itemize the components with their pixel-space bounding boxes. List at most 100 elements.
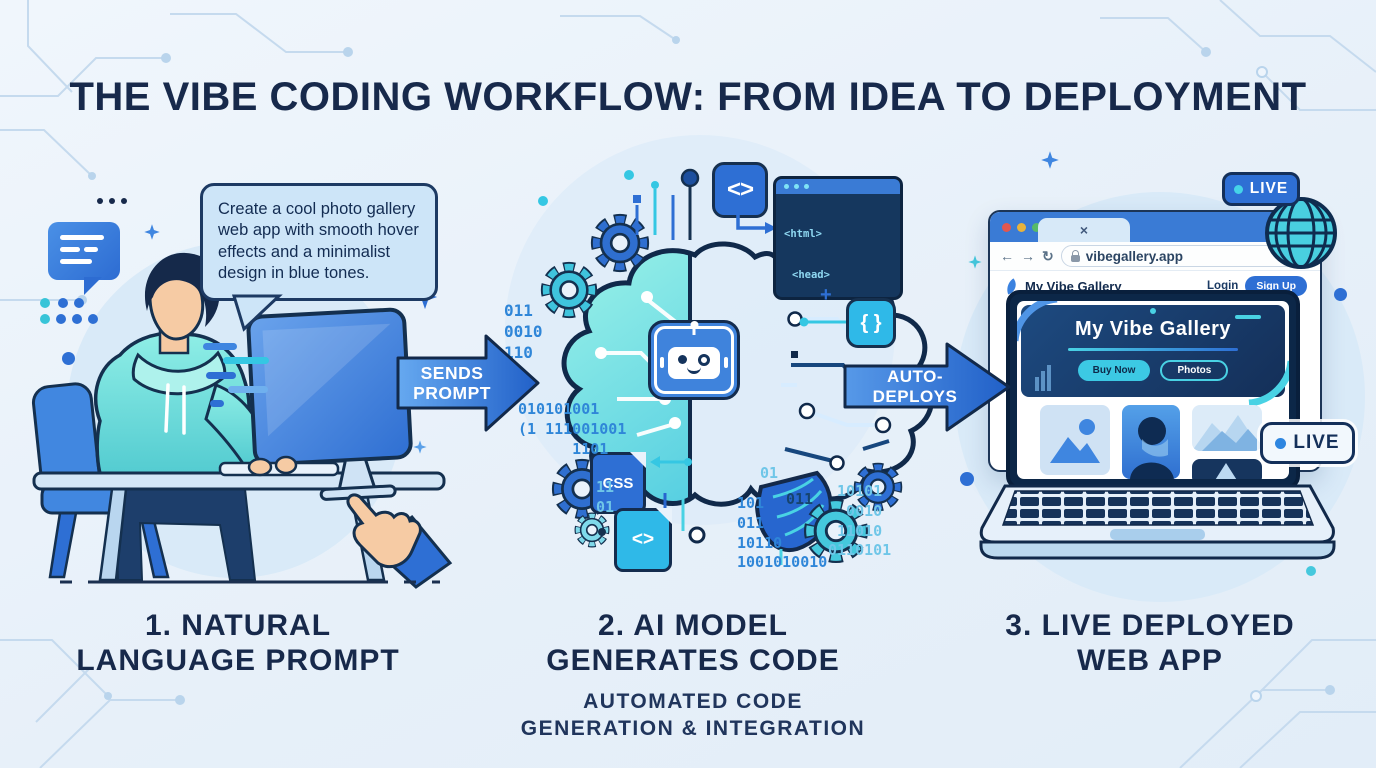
- decor-dot: [538, 196, 548, 206]
- login-link[interactable]: Login: [1207, 280, 1239, 292]
- live-badge: LIVE: [1222, 172, 1300, 206]
- gallery-card-portrait[interactable]: [1122, 405, 1180, 479]
- braces-glyph: { }: [860, 311, 882, 334]
- hero-decorations: [1017, 301, 1289, 407]
- person-legs: [113, 488, 257, 581]
- mountain-photo-dark: [1215, 463, 1237, 479]
- laptop-screen: My Vibe Gallery Buy Now Photos: [1006, 290, 1300, 490]
- ai-robot-icon: [648, 320, 740, 400]
- icon-to-code-connector: [736, 212, 777, 234]
- css-file-icon: CSS: [590, 452, 646, 514]
- hero-banner: My Vibe Gallery Buy Now Photos: [1017, 301, 1289, 407]
- decor-dot: [56, 314, 66, 324]
- binary-text: 11 01: [596, 478, 615, 516]
- gear-icon: [511, 232, 569, 290]
- step3-caption: 3. LIVE DEPLOYED WEB APP: [1005, 609, 1295, 678]
- decor-dot: [72, 314, 82, 324]
- pointing-hand: [346, 493, 453, 589]
- live-label: LIVE: [1293, 432, 1340, 453]
- speech-bubble-tail: [231, 294, 283, 332]
- live-badge: LIVE: [1260, 422, 1355, 464]
- decor-dot: [40, 314, 50, 324]
- site-brand: My Vibe Gallery: [1025, 278, 1122, 294]
- decor-dot: [58, 298, 68, 308]
- gallery-card-placeholder[interactable]: [1040, 405, 1110, 475]
- code-snippet: <html> <head> <s> HTML </s> <css> JavaSc…: [776, 194, 900, 297]
- portrait-photo: [1122, 405, 1180, 479]
- laptop-bottom: [979, 540, 1336, 560]
- live-label: LIVE: [1249, 180, 1289, 197]
- prompt-speech-bubble: Create a cool photo gallery web app with…: [200, 183, 438, 332]
- url-text: vibegallery.app: [1085, 248, 1184, 264]
- browser-address-bar: ← → ↻ vibegallery.app: [990, 242, 1320, 271]
- close-icon[interactable]: ×: [1079, 222, 1089, 238]
- robot-face: [668, 347, 720, 379]
- code-file-glyph: <>: [631, 529, 655, 550]
- forward-icon[interactable]: →: [1021, 248, 1035, 264]
- maximize-traffic-dot: [1032, 223, 1041, 232]
- keyboard-keys: [1001, 490, 1315, 526]
- gear-icon: [560, 183, 620, 243]
- code-file-icon: <>: [614, 508, 672, 572]
- binary-text: 010101001 (1 111001001 1101: [518, 400, 627, 458]
- decor-dot: [1334, 288, 1347, 301]
- image-placeholder-icon: [1050, 419, 1100, 463]
- decor-dot: [598, 528, 606, 536]
- auto-deploys-arrow: AUTO-DEPLOYS: [843, 341, 1013, 433]
- gallery-card-landscape[interactable]: [1192, 405, 1262, 451]
- sends-prompt-label: SENDS PROMPT: [413, 362, 491, 403]
- globe-icon: [1265, 197, 1337, 269]
- braces-icon: { }: [846, 298, 896, 348]
- robot-ear: [660, 357, 664, 368]
- photos-button[interactable]: Photos: [1160, 360, 1229, 381]
- close-traffic-dot: [1002, 223, 1011, 232]
- step1-caption: 1. NATURAL LANGUAGE PROMPT: [76, 609, 400, 678]
- decor-dot: [1306, 566, 1316, 576]
- robot-mouth: [687, 365, 701, 374]
- binary-text: 011: [786, 490, 814, 508]
- robot-eye: [698, 354, 710, 366]
- lock-icon: [1070, 249, 1080, 262]
- monitor: [246, 307, 413, 501]
- gallery-card-dark[interactable]: [1192, 459, 1262, 479]
- css-connector-arrow: [650, 456, 692, 468]
- trackpad: [1110, 529, 1205, 540]
- code-window-titlebar: [776, 179, 900, 194]
- sends-prompt-arrow: SENDS PROMPT: [396, 332, 542, 434]
- step2-subcaption: AUTOMATED CODE GENERATION & INTEGRATION: [520, 690, 866, 741]
- browser-titlebar: ×: [990, 212, 1320, 242]
- decor-dot: [88, 314, 98, 324]
- mountain-photo: [1192, 415, 1262, 451]
- chat-line: [60, 235, 104, 240]
- code-dashes: [203, 343, 269, 407]
- binary-text: 01: [760, 464, 779, 482]
- hero-title: My Vibe Gallery: [1074, 318, 1232, 340]
- decor-dot: [40, 298, 50, 308]
- decor-dot: [62, 352, 75, 365]
- code-tag-icon: <>: [712, 162, 768, 218]
- brain-to-braces-connector: [799, 317, 848, 327]
- laptop-base: [979, 484, 1336, 560]
- back-icon[interactable]: ←: [1000, 248, 1014, 264]
- robot-antenna: [690, 321, 698, 335]
- reload-icon[interactable]: ↻: [1042, 247, 1054, 264]
- prompt-text: Create a cool photo gallery web app with…: [218, 200, 419, 283]
- code-editor-window: <html> <head> <s> HTML </s> <css> JavaSc…: [773, 176, 903, 300]
- webapp-page: My Vibe Gallery Buy Now Photos: [1017, 301, 1289, 479]
- browser-tab[interactable]: ×: [1038, 218, 1130, 242]
- chat-line: [60, 247, 80, 252]
- buy-now-button[interactable]: Buy Now: [1077, 360, 1151, 381]
- decor-dot: [960, 472, 974, 486]
- robot-ear: [724, 357, 728, 368]
- gear-icon: [556, 494, 592, 530]
- code-line: <html>: [784, 227, 822, 240]
- binary-text: 10101 0010 11010 0110101: [828, 482, 892, 560]
- css-file-label: CSS: [602, 474, 634, 492]
- site-logo-icon: [1007, 277, 1016, 295]
- chat-bubble-icon: [48, 222, 120, 295]
- live-dot: [1233, 184, 1243, 194]
- url-field[interactable]: vibegallery.app: [1060, 245, 1310, 267]
- step2-caption: 2. AI MODEL GENERATES CODE: [546, 609, 840, 678]
